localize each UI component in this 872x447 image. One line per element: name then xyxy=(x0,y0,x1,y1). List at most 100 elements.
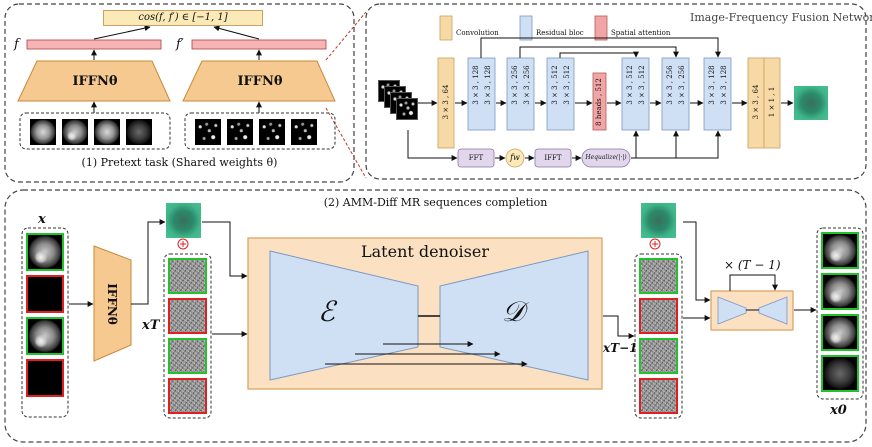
ifnn-trapezoid-right xyxy=(182,60,336,102)
legend-swatch-conv xyxy=(439,15,453,41)
first-conv-text: 3 × 3 , 64 xyxy=(442,84,450,120)
legend-swatch-res xyxy=(519,15,533,41)
xT1-noise-1 xyxy=(639,258,678,294)
equalize-label: Hequalize(|·|) xyxy=(585,154,627,161)
ifnn-right-label: IFFNθ xyxy=(237,74,283,89)
feature-bar-f-prime xyxy=(191,39,327,50)
xT1-noise-4 xyxy=(639,378,678,414)
res4-bottom-text: 3 × 3 , 512 xyxy=(638,65,646,105)
x0-column xyxy=(816,227,864,400)
res6-bottom-text: 3 × 3 , 128 xyxy=(720,65,728,105)
x-image-1 xyxy=(26,233,64,271)
skip-512 xyxy=(559,51,639,58)
res4-top-text: 3 × 3 , 512 xyxy=(626,65,634,105)
small-encoder-shape xyxy=(717,296,747,325)
pretext-image-1 xyxy=(30,119,56,145)
res2-top-text: 3 × 3 , 256 xyxy=(511,65,519,105)
pretext-sparse-2 xyxy=(227,119,253,145)
pretext-image-3 xyxy=(94,119,120,145)
arrow-f-to-cos xyxy=(93,25,151,40)
legend-attention: Spatial attention xyxy=(611,29,671,37)
repeat-loop-arrow xyxy=(729,274,778,291)
fw-circle xyxy=(505,148,525,168)
xT-column xyxy=(163,253,212,419)
diffusion-caption: (2) AMM-Diff MR sequences completion xyxy=(323,196,548,209)
network-input-4 xyxy=(396,98,418,120)
repeat-label: × (T − 1) xyxy=(724,258,781,272)
xT-noise-1 xyxy=(168,258,207,294)
x0-image-2 xyxy=(821,273,859,310)
x0-image-3 xyxy=(821,314,859,351)
res3-top-text: 3 × 3 , 512 xyxy=(551,65,559,105)
pretext-sparse-4 xyxy=(291,119,317,145)
arrow-ifnn-to-map xyxy=(131,219,166,305)
pretext-image-4 xyxy=(126,119,152,145)
decoder-shape xyxy=(439,250,589,381)
arrow-map-to-small-denoiser xyxy=(683,221,711,303)
xT1-label: xT−1 xyxy=(603,341,638,355)
xT-label: xT xyxy=(142,318,160,333)
x0-label: x0 xyxy=(830,403,847,418)
feature-bar-f xyxy=(26,39,162,50)
encoder-shape xyxy=(269,250,419,381)
cosine-similarity-label: cos(f, f′) ∈ [−1, 1] xyxy=(138,12,228,23)
xT-noise-2 xyxy=(168,298,207,334)
encoder-label: ℰ xyxy=(318,295,335,328)
pretext-caption: (1) Pretext task (Shared weights θ) xyxy=(81,156,278,169)
x0-image-4 xyxy=(821,355,859,392)
diffusion-panel xyxy=(4,189,867,443)
zoom-connector-bottom xyxy=(325,107,367,179)
attention-text: 8 heads , 512 xyxy=(595,78,603,126)
x-image-3 xyxy=(26,317,64,355)
arrow-map-to-denoiser xyxy=(202,221,248,279)
f-label: f xyxy=(14,37,19,52)
x0-image-1 xyxy=(821,232,859,269)
ifnn-network-panel xyxy=(365,3,867,180)
network-title: Image-Frequency Fusion Network xyxy=(690,11,872,24)
ifft-box xyxy=(534,148,572,168)
res2-bottom-text: 3 × 3 , 256 xyxy=(523,65,531,105)
xT-noise-4 xyxy=(168,378,207,414)
pretext-panel xyxy=(4,3,355,183)
ifnn-diffusion-label: IFFNθ xyxy=(105,283,119,325)
res6-top-text: 3 × 3 , 128 xyxy=(708,65,716,105)
freq-skip-128 xyxy=(631,130,721,159)
ifnn-map-left xyxy=(166,203,201,238)
skip-256 xyxy=(519,46,679,58)
res-block-256-up xyxy=(661,57,690,131)
arrow-f-prime-to-cos xyxy=(213,25,260,40)
res5-bottom-text: 3 × 3 , 256 xyxy=(678,65,686,105)
fft-box xyxy=(457,148,495,168)
legend-convolution: Convolution xyxy=(456,29,499,37)
x-image-4-missing xyxy=(26,359,64,397)
equalize-box xyxy=(581,148,631,168)
fw-label: fw xyxy=(510,153,520,162)
xT1-column xyxy=(634,253,683,419)
ifft-label: IFFT xyxy=(544,154,562,162)
xT1-noise-3 xyxy=(639,338,678,374)
res5-top-text: 3 × 3 , 256 xyxy=(666,65,674,105)
f-prime-label: f′ xyxy=(176,37,184,52)
arrow-to-fft xyxy=(407,130,458,161)
legend-residual: Residual bloc xyxy=(536,29,584,37)
res-block-512-down xyxy=(546,57,575,131)
x-image-2-missing xyxy=(26,275,64,313)
res-block-512-up xyxy=(621,57,650,131)
pretext-image-2 xyxy=(62,119,88,145)
ifnn-left-label: IFFNθ xyxy=(72,74,118,89)
small-decoder-shape xyxy=(758,296,788,325)
pretext-sparse-1 xyxy=(195,119,221,145)
res3-bottom-text: 3 × 3 , 512 xyxy=(563,65,571,105)
res-block-256-down xyxy=(506,57,535,131)
last-conv-b-text: 1 × 1 , 1 xyxy=(768,86,776,118)
res1-bottom-text: 3 × 3 , 128 xyxy=(484,65,492,105)
cosine-similarity-box xyxy=(103,10,263,26)
spatial-attention-block xyxy=(592,72,607,131)
arrow-denoiser-to-xT1 xyxy=(603,315,635,339)
res-block-128-down xyxy=(467,57,496,131)
xT1-noise-2 xyxy=(639,298,678,334)
last-conv-a-text: 3 × 3 , 64 xyxy=(752,84,760,120)
pretext-sparse-3 xyxy=(259,119,285,145)
